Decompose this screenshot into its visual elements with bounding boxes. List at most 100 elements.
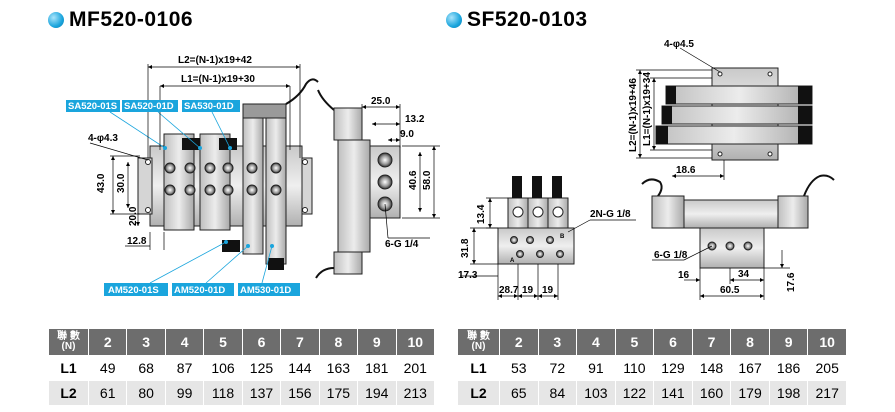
table-header-row: 聯 數(N) 2 3 4 5 6 7 8 9 10	[48, 328, 435, 356]
title-text: SF520-0103	[467, 8, 588, 31]
sf-side-dims	[652, 245, 790, 300]
dim-34: 34	[738, 269, 750, 280]
col-header: 3	[126, 328, 166, 356]
dim-19-b: 19	[542, 285, 554, 296]
table-cell: 84	[537, 380, 578, 406]
table-cell: 198	[768, 380, 809, 406]
table-row: L2 65 84 103 122 141 160 179 198 217	[457, 380, 847, 406]
dim-30: 30.0	[116, 173, 127, 193]
table-cell: 144	[280, 355, 320, 381]
sf-top-view	[655, 67, 813, 161]
col-header: 9	[768, 328, 809, 356]
col-header: 8	[318, 328, 359, 356]
col-header: 4	[576, 328, 616, 356]
port-label: 6-G 1/4	[385, 239, 419, 250]
dim-25: 25.0	[371, 96, 391, 107]
table-row: L2 61 80 99 118 137 156 175 194 213	[48, 380, 435, 406]
port-6-label: 6-G 1/8	[654, 250, 688, 261]
col-header: 10	[807, 328, 847, 356]
dim-20: 20.0	[128, 206, 139, 226]
mf-front-view	[109, 78, 319, 284]
dim-16: 16	[678, 270, 690, 281]
col-header: 7	[691, 328, 732, 356]
table-header-row: 聯 數(N) 2 3 4 5 6 7 8 9 10	[457, 328, 847, 356]
dim-l2: L2=(N-1)x19+42	[178, 55, 252, 66]
row-label: L2	[48, 380, 89, 406]
table-cell: 163	[318, 355, 359, 381]
dim-17-3: 17.3	[458, 270, 478, 281]
table-cell: 91	[576, 355, 616, 381]
dim-58: 58.0	[422, 170, 433, 190]
table-cell: 181	[357, 355, 397, 381]
dim-31-8: 31.8	[460, 238, 471, 258]
dim-40-6: 40.6	[408, 170, 419, 190]
header-label: 聯 數(N)	[457, 328, 500, 356]
row-label: L1	[457, 355, 500, 381]
col-header: 7	[280, 328, 320, 356]
table-cell: 213	[395, 380, 435, 406]
table-cell: 167	[730, 355, 770, 381]
dim-l1: L1=(N-1)x19+30	[181, 74, 255, 85]
table-cell: 201	[395, 355, 435, 381]
dim-l2-sf: L2=(N-1)x19+46	[628, 78, 639, 152]
table-cell: 148	[691, 355, 732, 381]
port-a: A	[510, 258, 515, 264]
col-header: 10	[395, 328, 435, 356]
title-sf520: SF520-0103	[446, 8, 588, 32]
title-mf520: MF520-0106	[48, 8, 193, 32]
tag-sa520-01s: SA520-01S	[68, 101, 117, 112]
table-cell: 106	[203, 355, 243, 381]
table-row: L1 53 72 91 110 129 148 167 186 205	[457, 355, 847, 381]
technical-drawings: L2=(N-1)x19+42 L1=(N-1)x19+30 4-φ4.3 43.…	[66, 39, 835, 300]
table-cell: 194	[357, 380, 397, 406]
dim-9: 9.0	[400, 129, 414, 140]
table-cell: 156	[280, 380, 320, 406]
col-header: 6	[241, 328, 282, 356]
dim-12-8: 12.8	[127, 236, 147, 247]
table-cell: 160	[691, 380, 732, 406]
sf-front-view: A B	[497, 176, 575, 265]
hole-label-sf: 4-φ4.5	[664, 39, 694, 50]
table-cell: 110	[614, 355, 655, 381]
col-header: 6	[653, 328, 693, 356]
port-2n-label: 2N-G 1/8	[590, 209, 631, 220]
title-text: MF520-0106	[69, 8, 194, 31]
table-cell: 141	[653, 380, 693, 406]
table-cell: 179	[730, 380, 770, 406]
col-header: 4	[164, 328, 205, 356]
col-header: 3	[537, 328, 578, 356]
dim-17-6: 17.6	[786, 272, 797, 292]
tag-sa520-01d: SA520-01D	[124, 101, 174, 112]
sf-top-dims	[636, 47, 725, 180]
mf-dimension-lines	[89, 64, 301, 250]
hole-label: 4-φ4.3	[88, 133, 118, 144]
dim-l1-sf: L1=(N-1)x19+34	[642, 72, 653, 146]
table-cell: 53	[499, 355, 539, 381]
mf-side-view	[315, 89, 401, 279]
table-cell: 125	[241, 355, 282, 381]
col-header: 8	[730, 328, 770, 356]
mf-side-dims	[361, 104, 440, 239]
sf-side-view	[641, 174, 835, 269]
header-label: 聯 數(N)	[48, 328, 89, 356]
tag-am520-01d: AM520-01D	[174, 285, 225, 296]
table-cell: 217	[807, 380, 847, 406]
bullet-icon	[48, 12, 64, 28]
dim-13-2: 13.2	[405, 114, 425, 125]
table-cell: 65	[499, 380, 539, 406]
table-row: L1 49 68 87 106 125 144 163 181 201	[48, 355, 435, 381]
dim-43: 43.0	[96, 173, 107, 193]
col-header: 5	[203, 328, 243, 356]
dim-28-7: 28.7	[499, 285, 519, 296]
col-header: 5	[614, 328, 655, 356]
mf-tags-bottom: AM520-01S AM520-01D AM530-01D	[104, 283, 300, 296]
table-cell: 129	[653, 355, 693, 381]
table-cell: 137	[241, 380, 282, 406]
table-cell: 49	[87, 355, 128, 381]
table-mf520: 聯 數(N) 2 3 4 5 6 7 8 9 10 L1 49 68 87 10…	[48, 328, 435, 406]
dim-13-4: 13.4	[476, 204, 487, 224]
table-cell: 118	[203, 380, 243, 406]
tag-am530-01d: AM530-01D	[240, 285, 291, 296]
dim-60-5: 60.5	[720, 285, 740, 296]
table-cell: 61	[87, 380, 128, 406]
